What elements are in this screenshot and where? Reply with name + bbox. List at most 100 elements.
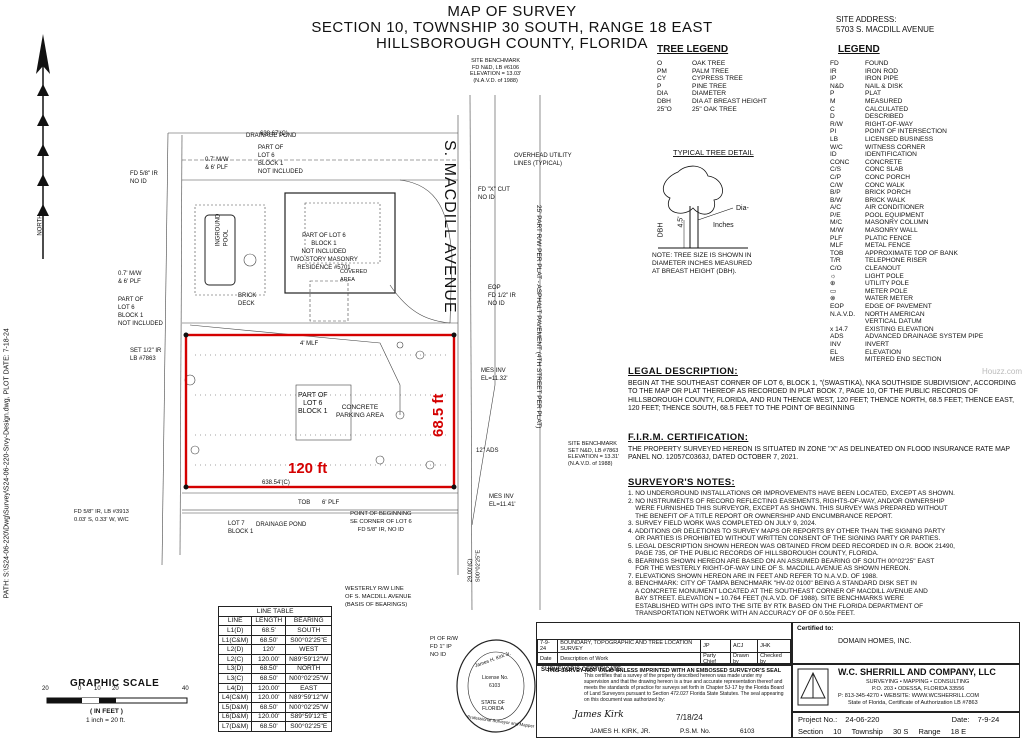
- legend-desc: UTILITY POLE: [865, 280, 909, 288]
- legal-description-title: LEGAL DESCRIPTION:: [628, 366, 738, 377]
- legend-desc: MITERED END SECTION: [865, 356, 942, 364]
- str-row: Section 10 Township 30 S Range 18 E: [798, 727, 966, 736]
- surveyor-note: 4. ADDITIONS OR DELETIONS TO SURVEY MAPS…: [628, 527, 946, 543]
- tree-legend-code: CY: [657, 75, 667, 83]
- legend-desc: CALCULATED: [865, 105, 909, 113]
- line-table-cell: N89°59'12"W: [285, 653, 333, 665]
- line-table-cell: 120.00': [251, 653, 287, 665]
- line-table-cell: S89°59'12"E: [285, 711, 333, 723]
- westerly-label: WESTERLY R/W LINE OF S. MACDILL AVENUE (…: [345, 586, 412, 608]
- graphic-scale-title: GRAPHIC SCALE: [70, 678, 160, 689]
- legend-desc: IDENTIFICATION: [865, 151, 917, 159]
- wall-label: 0.7' M/W & 6' PLF: [205, 157, 229, 171]
- legend-code: N.A.V.D.: [830, 310, 856, 318]
- legal-description-text: BEGIN AT THE SOUTHEAST CORNER OF LOT 6, …: [628, 380, 1017, 412]
- legend-code: T/R: [830, 257, 841, 265]
- line-table-cell: L3(D): [217, 663, 253, 675]
- legend-item: ID IDENTIFICATION: [830, 151, 983, 159]
- revision-header: Checked by: [757, 652, 791, 666]
- date-label: Date:: [951, 715, 970, 724]
- overhead-label: OVERHEAD UTILITY LINES (TYPICAL): [514, 153, 572, 167]
- tree-legend-desc: OAK TREE: [692, 60, 726, 67]
- plot-path-text: PATH: S:\S24-06-220\Dwg\Survey\S24-06-22…: [3, 328, 11, 599]
- tree-legend-code: O: [657, 60, 663, 67]
- line-table-cell: SOUTH: [285, 625, 333, 636]
- pob-label: POINT OF BEGINNING SE CORNER OF LOT 6 FD…: [350, 511, 412, 533]
- legend-item: ☼LIGHT POLE: [830, 273, 983, 281]
- surveyor-note: 6. BEARINGS SHOWN HEREON ARE BASED ON AN…: [628, 557, 935, 573]
- mlf-label: 4' MLF: [300, 341, 319, 347]
- residence-label: PART OF LOT 6 BLOCK 1 NOT INCLUDED TWO S…: [290, 233, 358, 271]
- revision-header: Party Chief: [700, 652, 731, 666]
- company-state: State of Florida, Certificate of Authori…: [848, 700, 978, 706]
- legend-code: EOP: [830, 303, 844, 310]
- tree-legend-code: P: [657, 82, 662, 90]
- tree-legend-desc: PINE TREE: [692, 82, 727, 90]
- legend-code: ⊗: [830, 295, 836, 303]
- legend-desc: INVERT: [865, 340, 890, 348]
- legend-desc: CONCRETE: [865, 158, 902, 166]
- range-value: 18 E: [950, 727, 967, 736]
- legend-desc: CONC SLAB: [865, 166, 904, 174]
- line-table-header: LENGTH: [251, 615, 287, 627]
- legend-code: PLF: [830, 234, 843, 242]
- legend-code: R/W: [830, 120, 843, 128]
- legend-desc: CONC WALK: [865, 181, 905, 189]
- legend-desc: APPROXIMATE TOP OF BANK: [865, 249, 958, 257]
- tree-legend-desc: DIA AT BREAST HEIGHT: [692, 97, 767, 105]
- graphic-scale-bar-icon: [46, 697, 188, 704]
- legend-code: PI: [830, 128, 837, 136]
- legend-code: C/S: [830, 166, 841, 174]
- bottom-dim: 638.54'(C): [262, 480, 290, 486]
- legend-code: C/O: [830, 265, 842, 273]
- line-table-cell: L7(D&M): [217, 721, 253, 732]
- section-label: Section: [798, 727, 824, 736]
- tree-detail-height: 4.5': [677, 216, 685, 228]
- certified-to-label: Certified to:: [797, 625, 834, 632]
- line-table-row: L4(D)120.00'EAST: [217, 682, 333, 694]
- legend-item: N.A.V.D. NORTH AMERICAN: [830, 311, 983, 319]
- legend-code: P/E: [830, 211, 841, 219]
- tree-legend-item: O OAK TREE: [657, 60, 767, 68]
- line-table-row: L3(C)68.50'N00°02'25"W: [217, 673, 333, 684]
- legend-code: LB: [830, 135, 839, 143]
- legend-item: ⊗WATER METER: [830, 295, 983, 303]
- part-lot6-top: PART OF LOT 6 BLOCK 1 NOT INCLUDED: [258, 145, 303, 175]
- tree-detail-inches: Inches: [713, 222, 734, 229]
- line-table-cell: 120.00': [251, 682, 287, 694]
- line-table-cell: L5(D&M): [217, 701, 253, 713]
- legend-desc: NORTH AMERICAN: [865, 310, 925, 318]
- fd-top-left: FD 5/8" IR NO ID: [130, 171, 158, 185]
- north-label: NORTH: [37, 214, 44, 236]
- tree-detail-dbh: DBH: [657, 222, 665, 238]
- township-label: Township: [851, 727, 883, 736]
- line-table-row: L2(C)120.00'N89°59'12"W: [217, 653, 333, 665]
- line-table-cell: L2(D): [217, 644, 253, 655]
- height-dimension: 68.5 ft: [430, 393, 447, 437]
- legend-code: ID: [830, 151, 837, 159]
- legend-item: ▭METER POLE: [830, 288, 983, 296]
- legend-code: ⊕: [830, 280, 836, 288]
- surveyor-note: 5. LEGAL DESCRIPTION SHOWN HEREON WAS OB…: [628, 542, 955, 558]
- title-line-2: SECTION 10, TOWNSHIP 30 SOUTH, RANGE 18 …: [311, 19, 713, 36]
- signature: James Kirk: [574, 710, 624, 720]
- tree-legend-code: DIA: [657, 90, 668, 98]
- range-label: Range: [918, 727, 941, 736]
- line-table-cell: N00°02'25"W: [285, 701, 333, 713]
- line-table-cell: L2(C): [217, 653, 253, 665]
- benchmark-top: SITE BENCHMARK FD N&D, LB #6106 ELEVATIO…: [470, 58, 522, 84]
- title-line-3: HILLSBOROUGH COUNTY, FLORIDA: [375, 35, 649, 52]
